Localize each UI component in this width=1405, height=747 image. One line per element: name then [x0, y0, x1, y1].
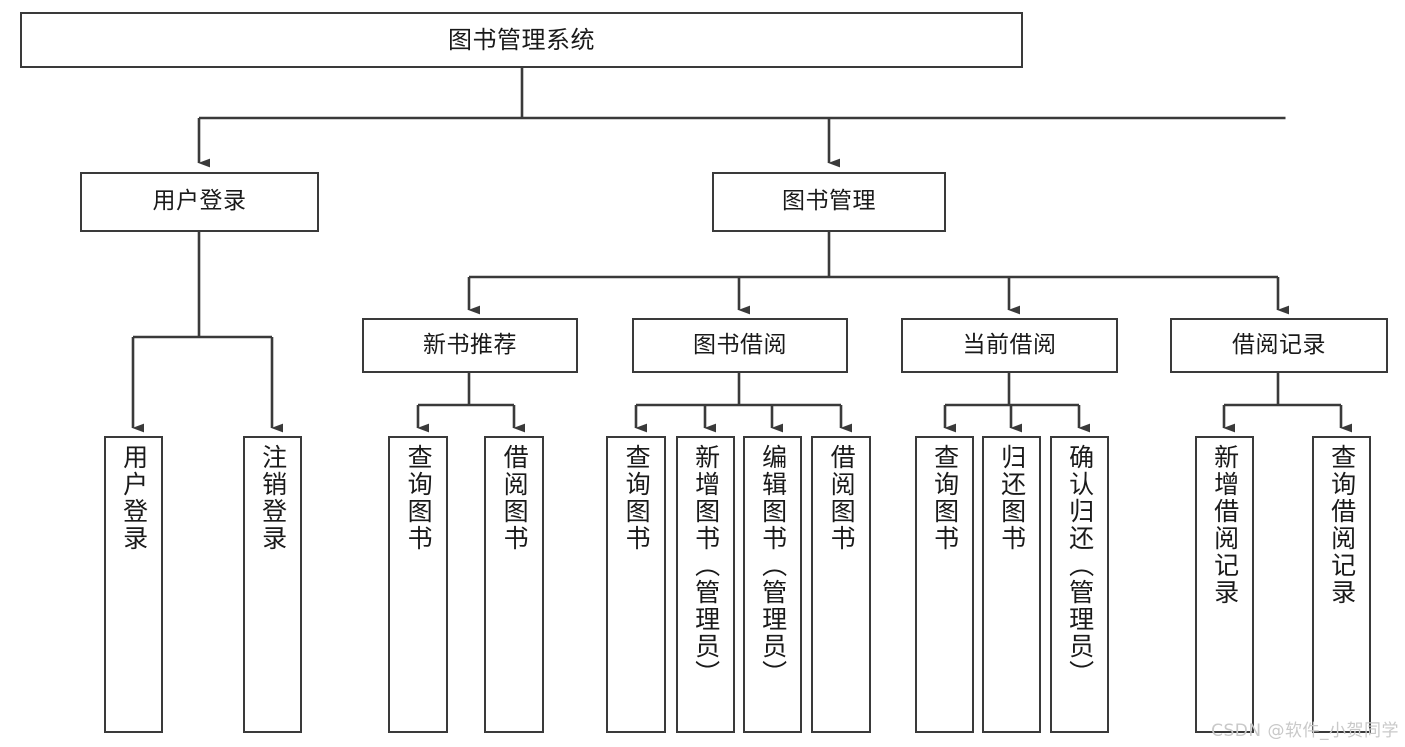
node-current-borrowing[interactable]: 当前借阅 — [901, 318, 1118, 373]
leaf-borrow-record-add-record[interactable]: 新增借阅记录 — [1195, 436, 1254, 733]
leaf-new-book-borrow-book[interactable]: 借阅图书 — [484, 436, 544, 733]
node-user-login[interactable]: 用户登录 — [80, 172, 319, 232]
node-borrowing-record[interactable]: 借阅记录 — [1170, 318, 1388, 373]
node-root-book-management-system[interactable]: 图书管理系统 — [20, 12, 1023, 68]
node-label: 用户登录 — [119, 444, 149, 552]
node-label: 归还图书 — [997, 444, 1027, 552]
node-label: 新增借阅记录 — [1210, 444, 1240, 606]
node-label: 借阅图书 — [500, 444, 530, 552]
leaf-current-borrow-confirm-return-admin[interactable]: 确认归还（管理员） — [1050, 436, 1109, 733]
node-book-management[interactable]: 图书管理 — [712, 172, 946, 232]
leaf-new-book-query-book[interactable]: 查询图书 — [388, 436, 448, 733]
node-label: 新增图书（管理员） — [691, 444, 721, 687]
node-book-borrowing[interactable]: 图书借阅 — [632, 318, 848, 373]
watermark-text: CSDN @软件_小贺同学 — [1211, 721, 1399, 741]
node-label: 确认归还（管理员） — [1065, 444, 1095, 687]
node-label: 当前借阅 — [962, 331, 1057, 358]
leaf-current-borrow-query-book[interactable]: 查询图书 — [915, 436, 974, 733]
leaf-book-borrow-query-book[interactable]: 查询图书 — [606, 436, 666, 733]
leaf-user-login-login[interactable]: 用户登录 — [104, 436, 163, 733]
leaf-book-borrow-add-book-admin[interactable]: 新增图书（管理员） — [676, 436, 735, 733]
node-label: 查询图书 — [930, 444, 960, 552]
leaf-current-borrow-return-book[interactable]: 归还图书 — [982, 436, 1041, 733]
node-label: 新书推荐 — [423, 331, 517, 358]
node-label: 图书借阅 — [693, 331, 787, 358]
node-label: 图书管理系统 — [448, 25, 595, 54]
leaf-book-borrow-borrow-book[interactable]: 借阅图书 — [811, 436, 871, 733]
node-label: 借阅图书 — [827, 444, 857, 552]
node-new-book-recommendation[interactable]: 新书推荐 — [362, 318, 578, 373]
node-label: 编辑图书（管理员） — [758, 444, 788, 687]
node-label: 用户登录 — [152, 188, 247, 215]
node-label: 注销登录 — [258, 444, 288, 552]
node-label: 借阅记录 — [1232, 331, 1326, 358]
node-label: 查询图书 — [622, 444, 652, 552]
leaf-borrow-record-query-record[interactable]: 查询借阅记录 — [1312, 436, 1371, 733]
leaf-user-login-logout[interactable]: 注销登录 — [243, 436, 302, 733]
node-label: 图书管理 — [782, 188, 876, 215]
node-label: 查询借阅记录 — [1327, 444, 1357, 606]
leaf-book-borrow-edit-book-admin[interactable]: 编辑图书（管理员） — [743, 436, 802, 733]
node-label: 查询图书 — [404, 444, 434, 552]
